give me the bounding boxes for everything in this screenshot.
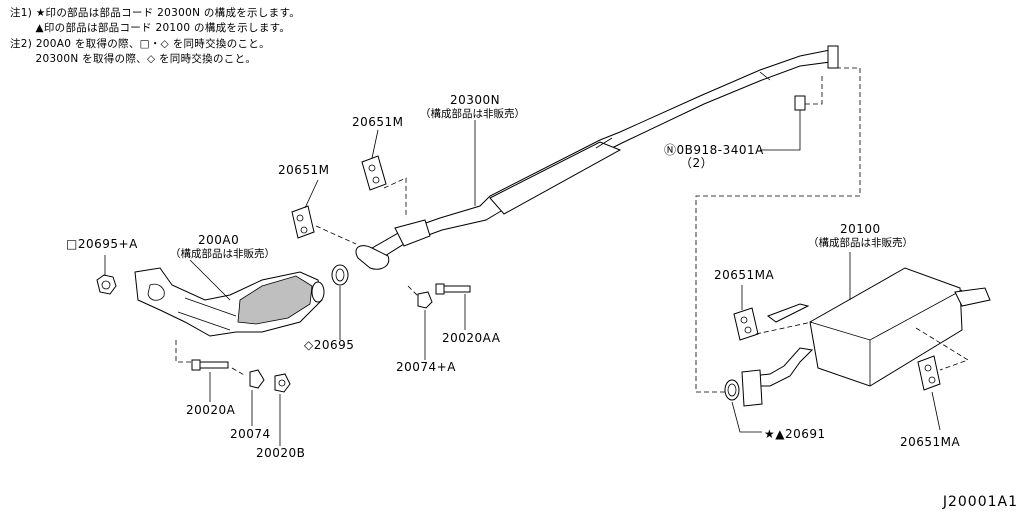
label-20300N-note: （構成部品は非販売） [420, 108, 525, 120]
center-pipe-20300N [355, 45, 839, 270]
hanger-20651MA-right [917, 355, 941, 391]
label-20651MA-right: 20651MA [900, 435, 961, 449]
gasket-20695 [331, 264, 349, 286]
label-20651M-top: 20651M [352, 115, 404, 129]
note-line-3: 注2) 200A0 を取得の際、□・◇ を同時交換のこと。 [10, 38, 270, 50]
label-20074: 20074 [230, 427, 271, 441]
label-20651MA-left: 20651MA [714, 268, 775, 282]
note-line-4: 20300N を取得の際、◇ を同時交換のこと。 [10, 53, 257, 65]
hanger-20651M-top [361, 155, 387, 191]
stud-20020AA [435, 283, 471, 295]
hanger-20651MA-left [733, 307, 759, 341]
label-0B918-3401A: Ⓝ0B918-3401A [664, 143, 764, 157]
label-20691: ★▲20691 [764, 427, 826, 441]
label-20020AA: 20020AA [442, 331, 501, 345]
main-muffler-20100 [741, 267, 991, 407]
nut-20074A [417, 291, 433, 309]
label-200A0-note: （構成部品は非販売） [170, 248, 275, 260]
label-20300N: 20300N [450, 93, 501, 107]
label-20100: 20100 [840, 222, 881, 236]
assembly-dashed-lines [175, 67, 969, 393]
label-20074A: 20074+A [396, 360, 456, 374]
label-20020A: 20020A [186, 403, 236, 417]
bolt-0B918-3401A [794, 95, 806, 111]
stud-20020A [191, 359, 229, 371]
note-line-2: ▲印の部品は部品コード 20100 の構成を示します。 [10, 22, 291, 34]
note-line-1: 注1) ★印の部品は部品コード 20300N の構成を示します。 [10, 7, 301, 19]
nut-20074 [249, 369, 265, 389]
label-20100-note: （構成部品は非販売） [808, 237, 913, 249]
catalytic-converter-200A0 [134, 267, 325, 337]
nut-20020B [274, 373, 291, 393]
label-20695: ◇20695 [304, 338, 355, 352]
label-200A0: 200A0 [198, 233, 240, 247]
label-0B918-qty: （2） [680, 156, 714, 170]
gasket-20691 [724, 379, 740, 401]
hanger-20651M-left [291, 205, 315, 239]
drawing-number: J20001A1 [942, 494, 1018, 510]
leader-lines [104, 110, 941, 446]
label-20020B: 20020B [256, 446, 306, 460]
label-20651M-left: 20651M [278, 163, 330, 177]
label-20695A: □20695+A [66, 237, 138, 251]
nut-20695A [96, 274, 117, 295]
